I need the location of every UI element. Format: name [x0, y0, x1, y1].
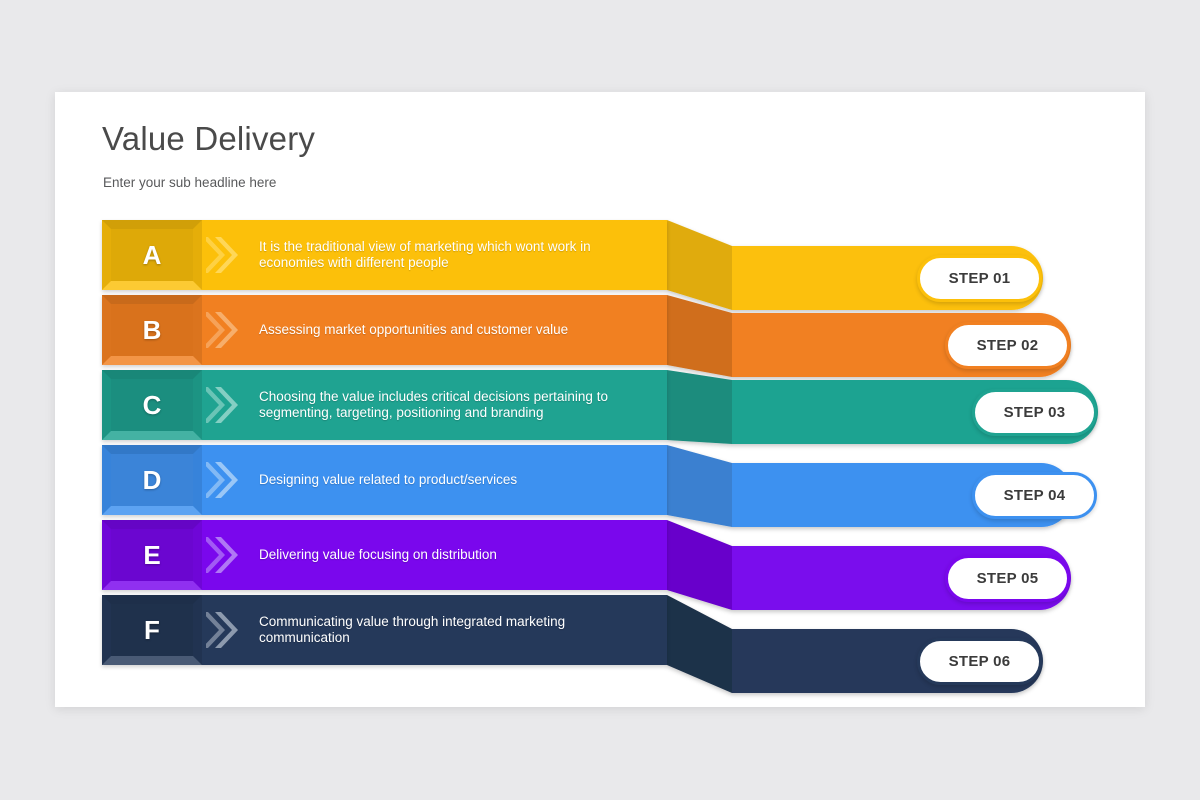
row-letter-badge: A [102, 220, 202, 290]
chevron-right-icon [206, 612, 238, 648]
step-pill[interactable]: STEP 06 [917, 637, 1042, 685]
row-fold [667, 520, 732, 610]
row-description: Communicating value through integrated m… [259, 613, 566, 646]
row-letter: C [142, 389, 162, 420]
row-description: Assessing market opportunities and custo… [259, 321, 569, 337]
badge-bevel [102, 220, 202, 290]
step-pill[interactable]: STEP 03 [972, 388, 1097, 436]
row-letter: B [142, 314, 162, 345]
row-left-bar: A It is the traditional view of marketing… [102, 220, 667, 290]
row-letter: F [144, 614, 160, 645]
badge-bevel [102, 520, 202, 590]
row-description: It is the traditional view of marketing … [259, 238, 591, 271]
row-letter-badge: F [102, 595, 202, 665]
row-left-bar: F Communicating value through integrated … [102, 595, 667, 665]
value-row: A It is the traditional view of marketing… [55, 220, 1145, 310]
row-left-bar: E Delivering value focusing on distributi… [102, 520, 667, 590]
row-left-bar: B Assessing market opportunities and cust… [102, 295, 667, 365]
row-letter-badge: D [102, 445, 202, 515]
page-subtitle: Enter your sub headline here [103, 175, 277, 190]
row-letter-badge: B [102, 295, 202, 365]
row-left-bar: D Designing value related to product/serv… [102, 445, 667, 515]
badge-bevel [102, 595, 202, 665]
chevron-right-icon [206, 387, 238, 423]
chevron-right-icon [206, 312, 238, 348]
row-description: Delivering value focusing on distributio… [259, 546, 497, 562]
step-pill[interactable]: STEP 04 [972, 471, 1097, 519]
badge-bevel [102, 295, 202, 365]
row-fold [667, 595, 732, 693]
row-letter: A [142, 239, 162, 270]
chevron-right-icon [206, 537, 238, 573]
row-fold [667, 445, 732, 527]
chevron-right-icon [206, 237, 238, 273]
row-left-bar: C Choosing the value includes critical de… [102, 370, 667, 440]
value-row: B Assessing market opportunities and cust… [55, 295, 1145, 377]
chevron-right-icon [206, 462, 238, 498]
value-row: C Choosing the value includes critical de… [55, 370, 1145, 445]
row-fold [667, 370, 732, 444]
badge-bevel [102, 370, 202, 440]
step-pill[interactable]: STEP 02 [945, 321, 1070, 369]
value-row: D Designing value related to product/serv… [55, 445, 1145, 527]
badge-bevel [102, 445, 202, 515]
row-letter: E [143, 539, 161, 570]
slide-canvas: Value Delivery Enter your sub headline h… [55, 92, 1145, 707]
page-title: Value Delivery [102, 120, 316, 157]
row-fold [667, 295, 732, 377]
row-description: Designing value related to product/servi… [259, 471, 518, 487]
value-row: F Communicating value through integrated … [55, 595, 1145, 693]
step-pill[interactable]: STEP 05 [945, 554, 1070, 602]
row-letter: D [142, 464, 162, 495]
row-fold [667, 220, 732, 310]
value-row: E Delivering value focusing on distributi… [55, 520, 1145, 610]
value-delivery-rows: A It is the traditional view of marketing… [55, 92, 1145, 707]
row-description: Choosing the value includes critical dec… [259, 388, 608, 421]
step-pill[interactable]: STEP 01 [917, 254, 1042, 302]
row-letter-badge: E [102, 520, 202, 590]
row-letter-badge: C [102, 370, 202, 440]
